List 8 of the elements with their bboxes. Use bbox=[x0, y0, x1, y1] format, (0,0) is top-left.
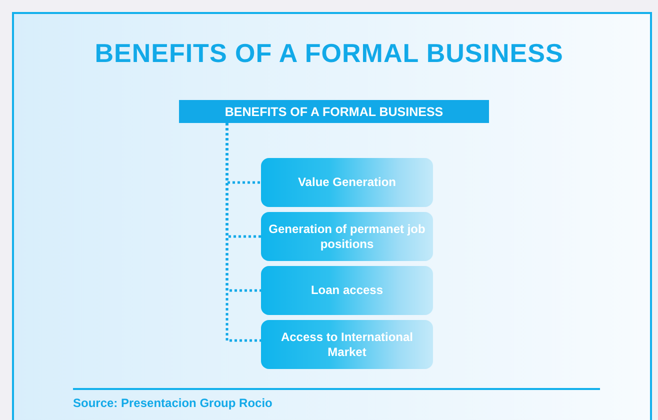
header-box: BENEFITS OF A FORMAL BUSINESS bbox=[179, 100, 489, 123]
benefit-box: Generation of permanet job positions bbox=[261, 212, 433, 261]
title: BENEFITS OF A FORMAL BUSINESS bbox=[94, 38, 564, 69]
benefit-box: Value Generation bbox=[261, 158, 433, 207]
benefit-box: Access to International Market bbox=[261, 320, 433, 369]
benefit-box: Loan access bbox=[261, 266, 433, 315]
connector-line bbox=[226, 123, 261, 342]
source-note: Source: Presentacion Group Rocio bbox=[73, 396, 272, 410]
